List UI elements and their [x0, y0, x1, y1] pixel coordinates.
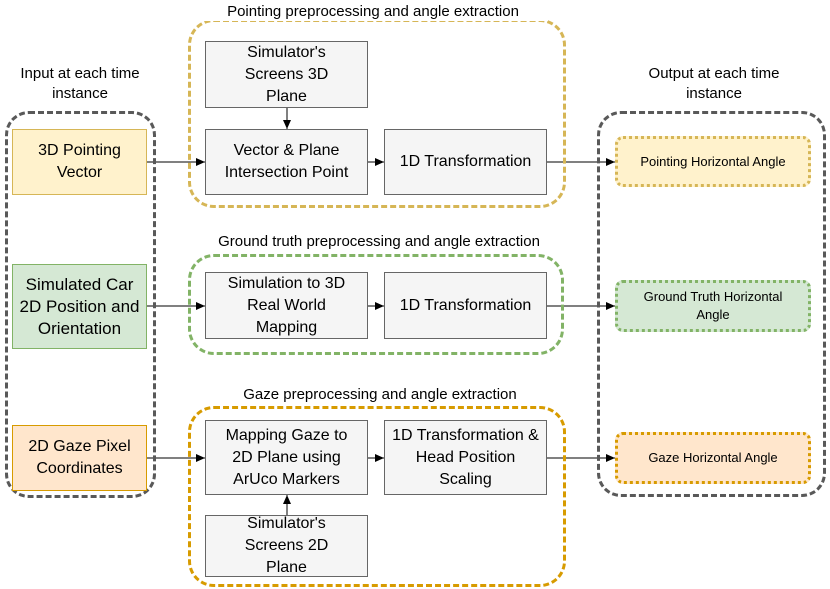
screens-3d-plane-box: Simulator's Screens 3D Plane	[205, 41, 368, 108]
gaze-mapping-box: Mapping Gaze to 2D Plane using ArUco Mar…	[205, 420, 368, 495]
pointing-vector-input: 3D Pointing Vector	[12, 129, 147, 195]
car-position-input: Simulated Car 2D Position and Orientatio…	[12, 264, 147, 349]
pointing-group-title: Pointing preprocessing and angle extract…	[198, 2, 548, 21]
pointing-1d-transformation-box: 1D Transformation	[384, 129, 547, 195]
ground-truth-group-frame	[188, 254, 564, 355]
screens-2d-plane-box: Simulator's Screens 2D Plane	[205, 515, 368, 577]
output-frame	[597, 111, 826, 497]
output-column-label: Output at each time instance	[648, 65, 780, 102]
gaze-pixel-input: 2D Gaze Pixel Coordinates	[12, 425, 147, 491]
gaze-angle-output: Gaze Horizontal Angle	[615, 432, 811, 484]
ground-truth-angle-output: Ground Truth Horizontal Angle	[615, 280, 811, 332]
intersection-point-box: Vector & Plane Intersection Point	[205, 129, 368, 195]
gt-1d-transformation-box: 1D Transformation	[384, 272, 547, 339]
pointing-angle-output: Pointing Horizontal Angle	[615, 136, 811, 187]
ground-truth-group-title: Ground truth preprocessing and angle ext…	[186, 232, 572, 251]
input-frame	[5, 111, 156, 498]
gaze-group-title: Gaze preprocessing and angle extraction	[212, 385, 548, 404]
input-column-label: Input at each time instance	[20, 65, 140, 102]
gaze-group-frame	[188, 406, 566, 587]
gaze-transformation-scaling-box: 1D Transformation & Head Position Scalin…	[384, 420, 547, 495]
sim-to-real-mapping-box: Simulation to 3D Real World Mapping	[205, 272, 368, 339]
